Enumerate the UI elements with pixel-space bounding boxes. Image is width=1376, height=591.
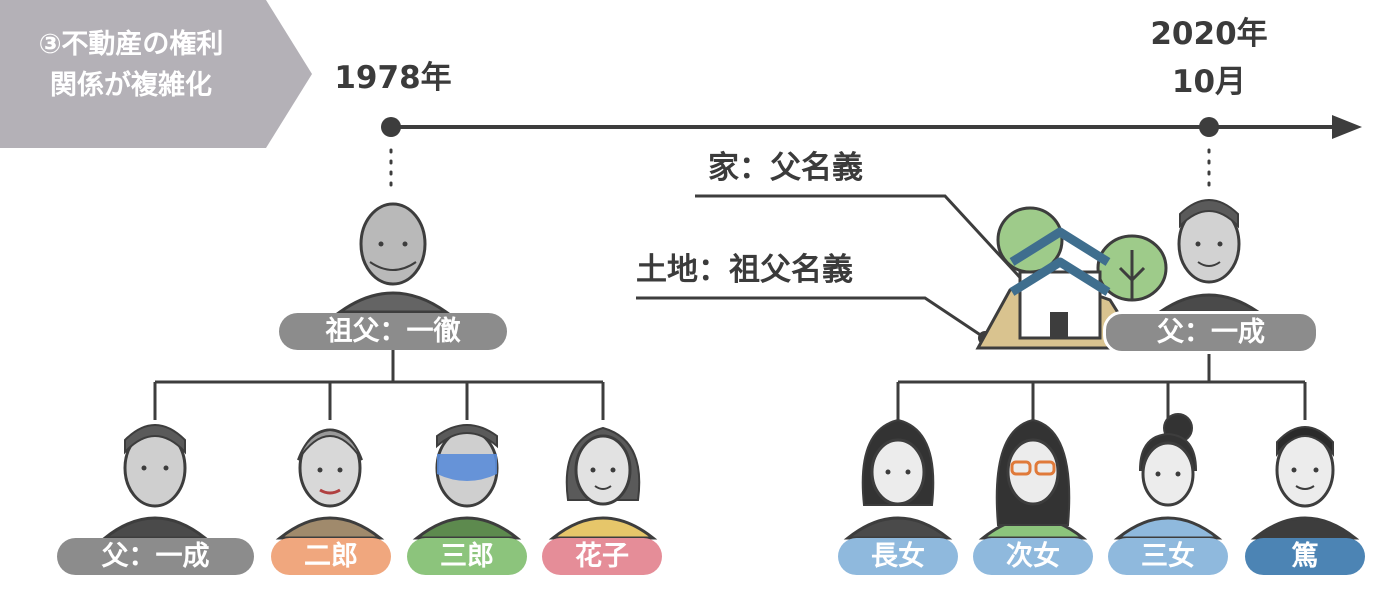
- child-2020-label-2: 次女: [973, 538, 1093, 575]
- child-2020-avatar-4: [1250, 426, 1360, 540]
- child-2020-label-3: 三女: [1108, 538, 1228, 575]
- child-1978-label-2: 二郎: [271, 538, 391, 575]
- land-leader-line: [636, 296, 986, 340]
- child-2020-label-4: 篤: [1245, 538, 1365, 575]
- grandfather-avatar: [335, 202, 451, 314]
- child-2020-avatar-1: [843, 418, 953, 540]
- child-1978-label-3: 三郎: [407, 538, 527, 575]
- child-2020-avatar-2: [978, 418, 1088, 540]
- timeline-end-year-label: 2020年: [1150, 16, 1268, 52]
- child-1978-label-1: 父：一成: [57, 538, 254, 575]
- timeline-arrow-head: [1332, 115, 1362, 139]
- child-1978-avatar-1: [100, 424, 210, 540]
- house-door: [1050, 312, 1068, 338]
- house-roof-upper: [1009, 227, 1111, 266]
- section-title: ③不動産の権利 関係が複雑化: [0, 24, 262, 106]
- house-leader-line: [695, 194, 1028, 286]
- child-1978-avatar-4: [548, 426, 658, 540]
- child-1978-label-4: 花子: [542, 538, 662, 575]
- property-illustration: [975, 206, 1168, 350]
- house-roof-lower: [1009, 257, 1111, 296]
- timeline-start-point: [381, 117, 401, 137]
- land-ownership-label: 土地：祖父名義: [636, 252, 853, 288]
- timeline-start-label: 1978年: [334, 60, 452, 96]
- child-2020-avatar-3: [1113, 413, 1223, 540]
- child-1978-avatar-2: [275, 428, 385, 540]
- section-title-line-1: ③不動産の権利: [38, 29, 224, 60]
- child-2020-label-1: 長女: [838, 538, 958, 575]
- section-title-line-2: 関係が複雑化: [50, 70, 212, 101]
- timeline-end-point: [1199, 117, 1219, 137]
- section-banner: [0, 0, 312, 148]
- child-1978-avatar-3: [412, 424, 522, 540]
- grandfather-label: 祖父：一徹: [279, 313, 507, 350]
- father-avatar: [1155, 199, 1263, 314]
- timeline-end-month-label: 10月: [1171, 64, 1247, 100]
- house-ownership-label: 家：父名義: [708, 150, 863, 186]
- father-label: 父：一成: [1103, 311, 1319, 354]
